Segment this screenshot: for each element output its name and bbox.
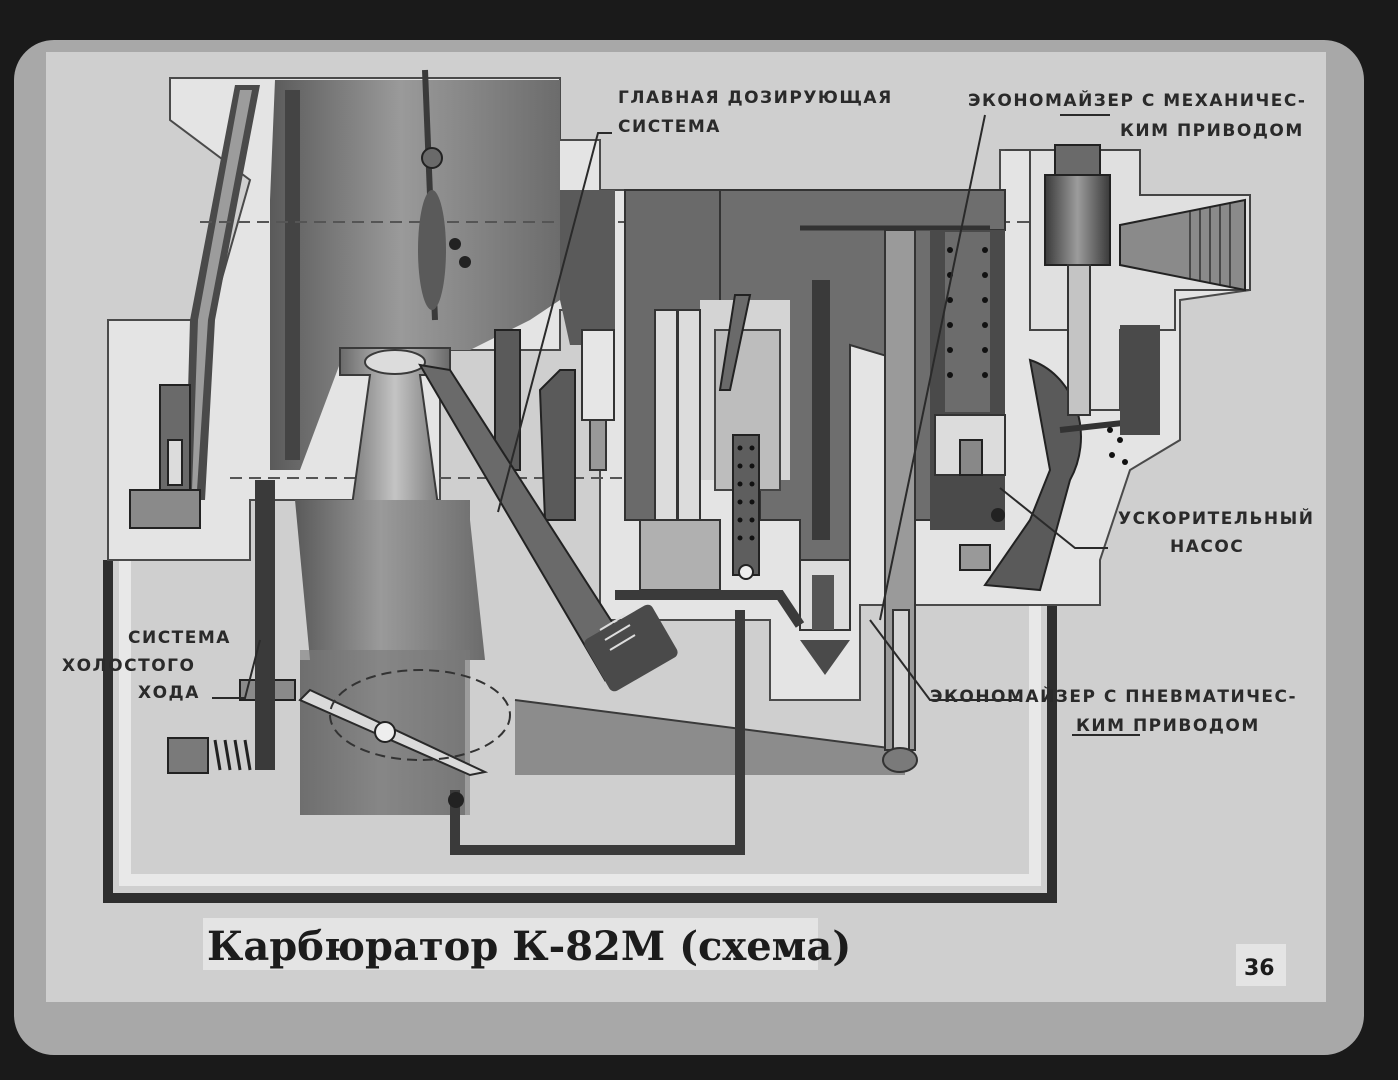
label-main-metering-system: ГЛАВНАЯ ДОЗИРУЮЩАЯ СИСТЕМА [618, 88, 893, 137]
carburetor-body [103, 69, 1251, 903]
label-accel-pump-line1: УСКОРИТЕЛЬНЫЙ [1118, 507, 1314, 529]
label-pneumatic-economizer: ЭКОНОМАЙЗЕР С ПНЕВМАТИЧЕС- КИМ ПРИВОДОМ [930, 685, 1297, 736]
title-plate [203, 918, 818, 970]
pneumatic-economizer [800, 225, 990, 773]
idle-jet [129, 384, 201, 529]
mechanical-economizer [1005, 144, 1251, 465]
choke-valve [418, 69, 471, 321]
label-main-metering-line1: ГЛАВНАЯ ДОЗИРУЮЩАЯ [618, 88, 893, 108]
page-title: Карбюратор К-82М (схема) [207, 923, 851, 970]
pump-discharge [418, 363, 678, 692]
emulsion-tube [732, 434, 760, 580]
throttle-valve [298, 669, 511, 777]
label-pneu-economizer-line2: КИМ ПРИВОДОМ [1076, 716, 1260, 736]
jets [581, 280, 851, 675]
label-idle-line2: ХОЛОСТОГО [62, 656, 195, 676]
label-accel-pump-line2: НАСОС [1170, 537, 1244, 557]
label-mech-economizer-line1: ЭКОНОМАЙЗЕР С МЕХАНИЧЕС- [968, 89, 1306, 111]
idle-adjust-screw [167, 480, 296, 774]
label-mechanical-economizer: ЭКОНОМАЙЗЕР С МЕХАНИЧЕС- КИМ ПРИВОДОМ [968, 89, 1306, 141]
leader-lines [212, 114, 1140, 736]
label-idle-system: СИСТЕМА ХОЛОСТОГО ХОДА [62, 628, 231, 703]
accelerating-pump [930, 230, 1006, 571]
label-mech-economizer-line2: КИМ ПРИВОДОМ [1120, 121, 1304, 141]
label-main-metering-line2: СИСТЕМА [618, 117, 721, 137]
slide-number-box [1236, 944, 1286, 986]
label-accelerating-pump: УСКОРИТЕЛЬНЫЙ НАСОС [1118, 507, 1314, 557]
slide-number: 36 [1244, 956, 1275, 981]
label-pneu-economizer-line1: ЭКОНОМАЙЗЕР С ПНЕВМАТИЧЕС- [930, 685, 1297, 707]
label-idle-line3: ХОДА [138, 683, 200, 703]
label-idle-line1: СИСТЕМА [128, 628, 231, 648]
